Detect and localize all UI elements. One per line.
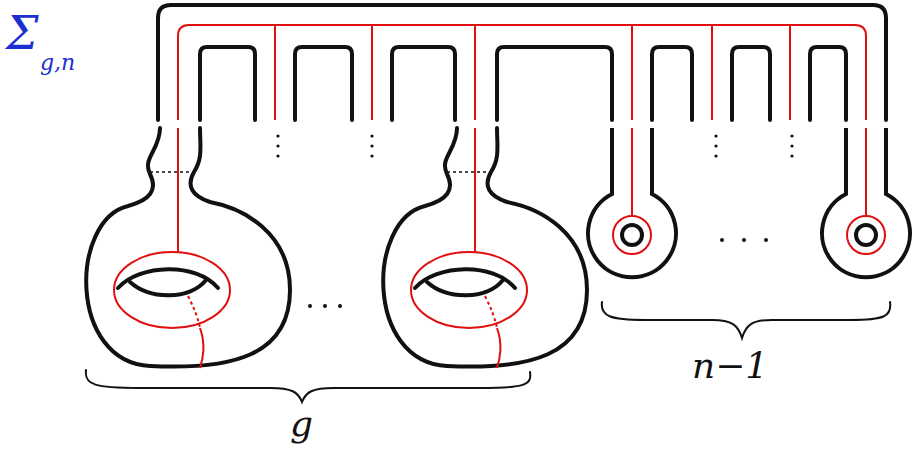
- puncture-count-label: n−1: [692, 348, 768, 384]
- torus-outline: [86, 128, 290, 367]
- brace: [602, 302, 891, 338]
- band-arch: [497, 47, 612, 120]
- longitude-curve: [188, 296, 200, 328]
- puncture-loop: [613, 216, 651, 254]
- band-arch: [392, 47, 455, 120]
- disc-copy: [822, 128, 910, 277]
- band-arch: [810, 47, 846, 120]
- band-arch: [732, 47, 770, 120]
- brace: [86, 370, 531, 402]
- band-arch: [652, 47, 692, 120]
- ellipsis-dots: [276, 134, 793, 308]
- meridian-curve: [114, 252, 230, 328]
- core-curve: [275, 25, 790, 120]
- disc-outline: [588, 128, 676, 277]
- band-arch: [295, 47, 352, 120]
- torus-copy: [383, 128, 587, 368]
- core-curve: [631, 128, 633, 216]
- band-arch: [200, 47, 255, 120]
- core-curve: [178, 25, 866, 120]
- longitude-curve: [200, 328, 203, 368]
- surface-symbol: Σ: [6, 10, 39, 56]
- surface-subscript: g,n: [40, 52, 75, 74]
- band-outline: [158, 5, 886, 120]
- core-curve: [177, 128, 179, 252]
- torus-hole: [130, 280, 206, 295]
- puncture: [622, 225, 642, 245]
- genus-label: g: [290, 406, 313, 442]
- neck-line: [150, 171, 193, 173]
